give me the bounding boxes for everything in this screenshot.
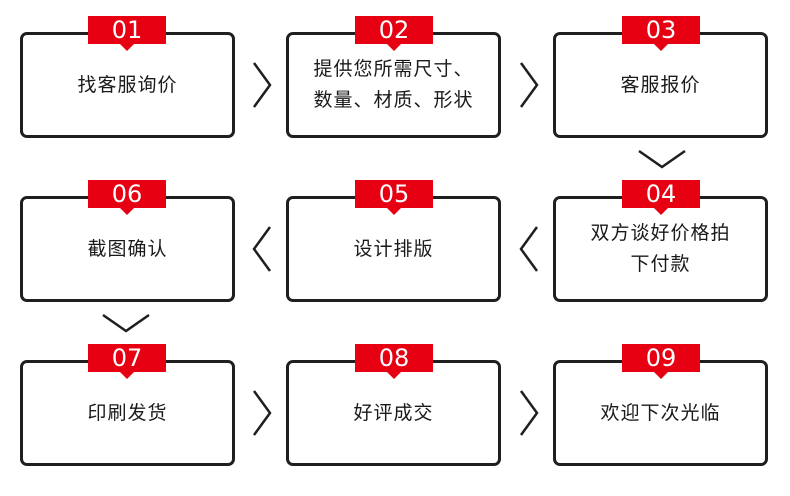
step-label: 欢迎下次光临 xyxy=(600,401,721,424)
step-number-badge-01: 01 xyxy=(88,16,166,51)
chevron-down-icon xyxy=(638,149,686,169)
chevron-right-icon xyxy=(252,390,272,436)
step-label: 提供您所需尺寸、数量、材质、形状 xyxy=(313,58,474,111)
step-number-badge-02: 02 xyxy=(355,16,433,51)
step-label: 双方谈好价格拍下付款 xyxy=(590,222,731,275)
chevron-down-icon xyxy=(102,313,150,333)
step-number-badge-06: 06 xyxy=(88,180,166,215)
step-number-badge-04: 04 xyxy=(622,180,700,215)
step-label: 好评成交 xyxy=(353,401,434,424)
chevron-left-icon xyxy=(519,226,539,272)
step-label: 设计排版 xyxy=(353,237,434,260)
step-label: 客服报价 xyxy=(620,73,701,96)
chevron-left-icon xyxy=(252,226,272,272)
step-label: 找客服询价 xyxy=(77,73,178,96)
step-number-badge-05: 05 xyxy=(355,180,433,215)
step-box-02: 提供您所需尺寸、数量、材质、形状 xyxy=(286,32,501,138)
chevron-right-icon xyxy=(519,62,539,108)
step-number-badge-03: 03 xyxy=(622,16,700,51)
chevron-right-icon xyxy=(519,390,539,436)
chevron-right-icon xyxy=(252,62,272,108)
step-number-badge-07: 07 xyxy=(88,344,166,379)
step-label: 截图确认 xyxy=(87,237,168,260)
step-label: 印刷发货 xyxy=(87,401,168,424)
step-number-badge-09: 09 xyxy=(622,344,700,379)
step-number-badge-08: 08 xyxy=(355,344,433,379)
